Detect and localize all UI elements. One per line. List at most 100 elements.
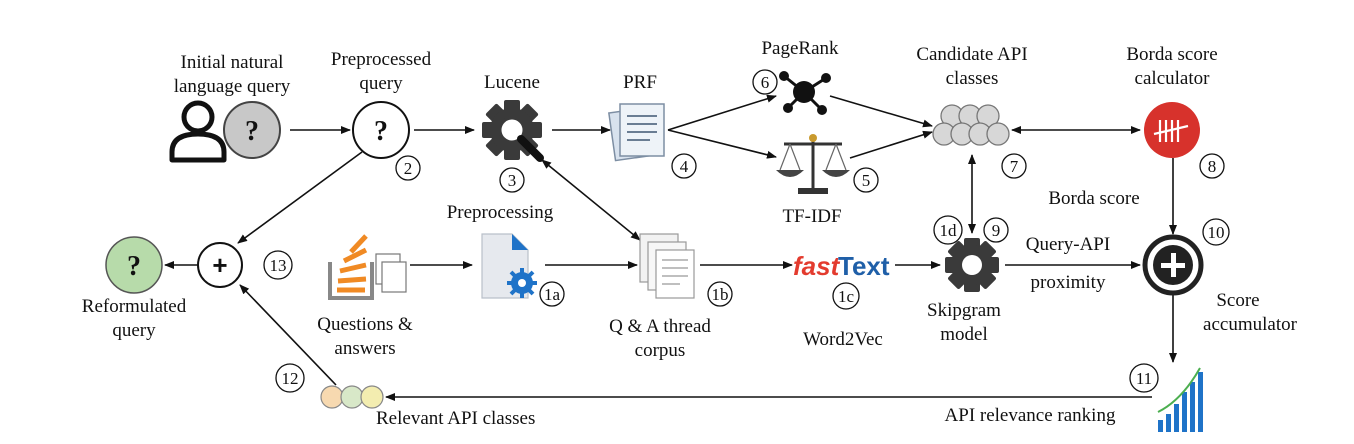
user-query-glyph: ? (245, 116, 259, 147)
step-10: 10 (1208, 223, 1225, 242)
tfidf-node: TF-IDF 5 (776, 134, 879, 227)
step-4: 4 (680, 157, 689, 176)
preprocessing-node: 1a (481, 233, 565, 307)
accumulator-label-2: accumulator (1203, 314, 1298, 335)
step-badge (933, 215, 963, 245)
plus-icon (197, 242, 243, 288)
question-icon (223, 101, 281, 159)
step-7: 7 (1010, 157, 1019, 176)
prf-node: PRF 4 (608, 72, 697, 179)
circles-icon (932, 104, 1010, 146)
fasttext-logo-text: Text (838, 251, 890, 281)
ranking-node: 11 API relevance ranking (945, 363, 1203, 432)
fasttext-logo-fast: fast (793, 251, 841, 281)
candidate-api-node: Candidate API classes 7 (916, 44, 1028, 179)
circles-icon (320, 385, 384, 409)
combine-glyph: + (212, 250, 227, 280)
skipgram-label-1: Skipgram (927, 300, 1001, 321)
gear-icon (945, 238, 999, 292)
step-badge (1129, 363, 1159, 393)
network-icon (779, 71, 831, 115)
step-11: 11 (1136, 369, 1152, 388)
step-3: 3 (508, 171, 517, 190)
step-badge (671, 153, 697, 179)
step-1d: 1d (940, 221, 958, 240)
tfidf-label: TF-IDF (782, 206, 841, 227)
borda-score-label: Borda score (1048, 188, 1139, 209)
step-badge (853, 167, 879, 193)
reformulated-label-1: Reformulated (82, 296, 187, 317)
lucene-label: Lucene (484, 72, 540, 93)
word2vec-label: Word2Vec (803, 329, 883, 350)
gear-search-icon (482, 100, 544, 162)
borda-label-1: Borda score (1126, 44, 1217, 65)
score-accumulator-node: 10 Score accumulator (1142, 218, 1298, 335)
borda-node: Borda score calculator 8 (1126, 44, 1225, 179)
step-badge (395, 155, 421, 181)
qa-corpus-label-1: Q & A thread (609, 316, 711, 337)
step-badge (983, 217, 1009, 243)
tally-marks (1153, 120, 1189, 142)
preprocessed-label-1: Preprocessed (331, 49, 432, 70)
bar-chart-icon (1157, 367, 1203, 432)
step-badge (707, 281, 733, 307)
step-badge (752, 69, 778, 95)
step-badge (539, 281, 565, 307)
borda-label-2: calculator (1135, 68, 1211, 89)
edge-relevant-to-combine (239, 284, 337, 386)
reformulated-glyph: ? (127, 251, 141, 282)
edges (164, 94, 1177, 401)
preprocessed-label-2: query (359, 73, 403, 94)
skipgram-label-2: model (940, 324, 988, 345)
documents-icon (639, 233, 695, 299)
step-badge (263, 250, 293, 280)
reformulated-label-2: query (112, 320, 156, 341)
pagerank-label: PageRank (761, 38, 839, 59)
scales-icon (776, 134, 850, 194)
candidate-label-1: Candidate API (916, 44, 1027, 65)
user-query-node: Initial natural language query ? (169, 52, 291, 163)
question-icon (352, 101, 410, 159)
combine-node: + 13 (197, 242, 293, 288)
prf-label: PRF (623, 72, 657, 93)
step-badge (1001, 153, 1027, 179)
step-13: 13 (270, 256, 287, 275)
lucene-node: Lucene 3 (482, 72, 544, 193)
qa-label-2: answers (334, 338, 395, 359)
step-badge (832, 282, 860, 310)
skipgram-node: 1d 9 Skipgram model (927, 215, 1009, 345)
query-api-label-1: Query-API (1026, 234, 1110, 255)
step-5: 5 (862, 171, 871, 190)
step-2: 2 (404, 159, 413, 178)
step-8: 8 (1208, 157, 1217, 176)
file-gear-icon (481, 233, 537, 299)
step-9: 9 (992, 221, 1001, 240)
qa-corpus-label-2: corpus (635, 340, 686, 361)
step-badge (499, 167, 525, 193)
edge-tfidf-to-candidate (849, 130, 933, 159)
qa-corpus-node: 1b Q & A thread corpus (609, 233, 733, 361)
query-api-label-2: proximity (1031, 272, 1106, 293)
edge-prf-to-pagerank (667, 94, 777, 131)
relevant-api-label: Relevant API classes (376, 408, 535, 429)
fasttext-node: fast Text 1c Word2Vec (793, 251, 890, 350)
relevant-api-node: 12 Relevant API classes (275, 363, 535, 429)
edge-preprocessed-to-combine (237, 151, 363, 244)
edge-pagerank-to-candidate (829, 95, 933, 128)
qa-label-1: Questions & (317, 314, 413, 335)
step-12: 12 (282, 369, 299, 388)
ranking-label: API relevance ranking (945, 405, 1116, 426)
step-1c: 1c (838, 287, 855, 306)
preprocessing-label: Preprocessing (447, 202, 554, 223)
question-icon (105, 236, 163, 294)
step-6: 6 (761, 73, 770, 92)
preprocessed-query-node: Preprocessed query ? 2 (331, 49, 432, 181)
accumulator-label-1: Score (1216, 290, 1259, 311)
step-1b: 1b (712, 285, 729, 304)
user-query-label-1: Initial natural (181, 52, 284, 73)
candidate-label-2: classes (946, 68, 999, 89)
user-icon (169, 100, 227, 163)
preprocessed-glyph: ? (374, 116, 388, 147)
edge-prf-to-tfidf (667, 129, 777, 159)
